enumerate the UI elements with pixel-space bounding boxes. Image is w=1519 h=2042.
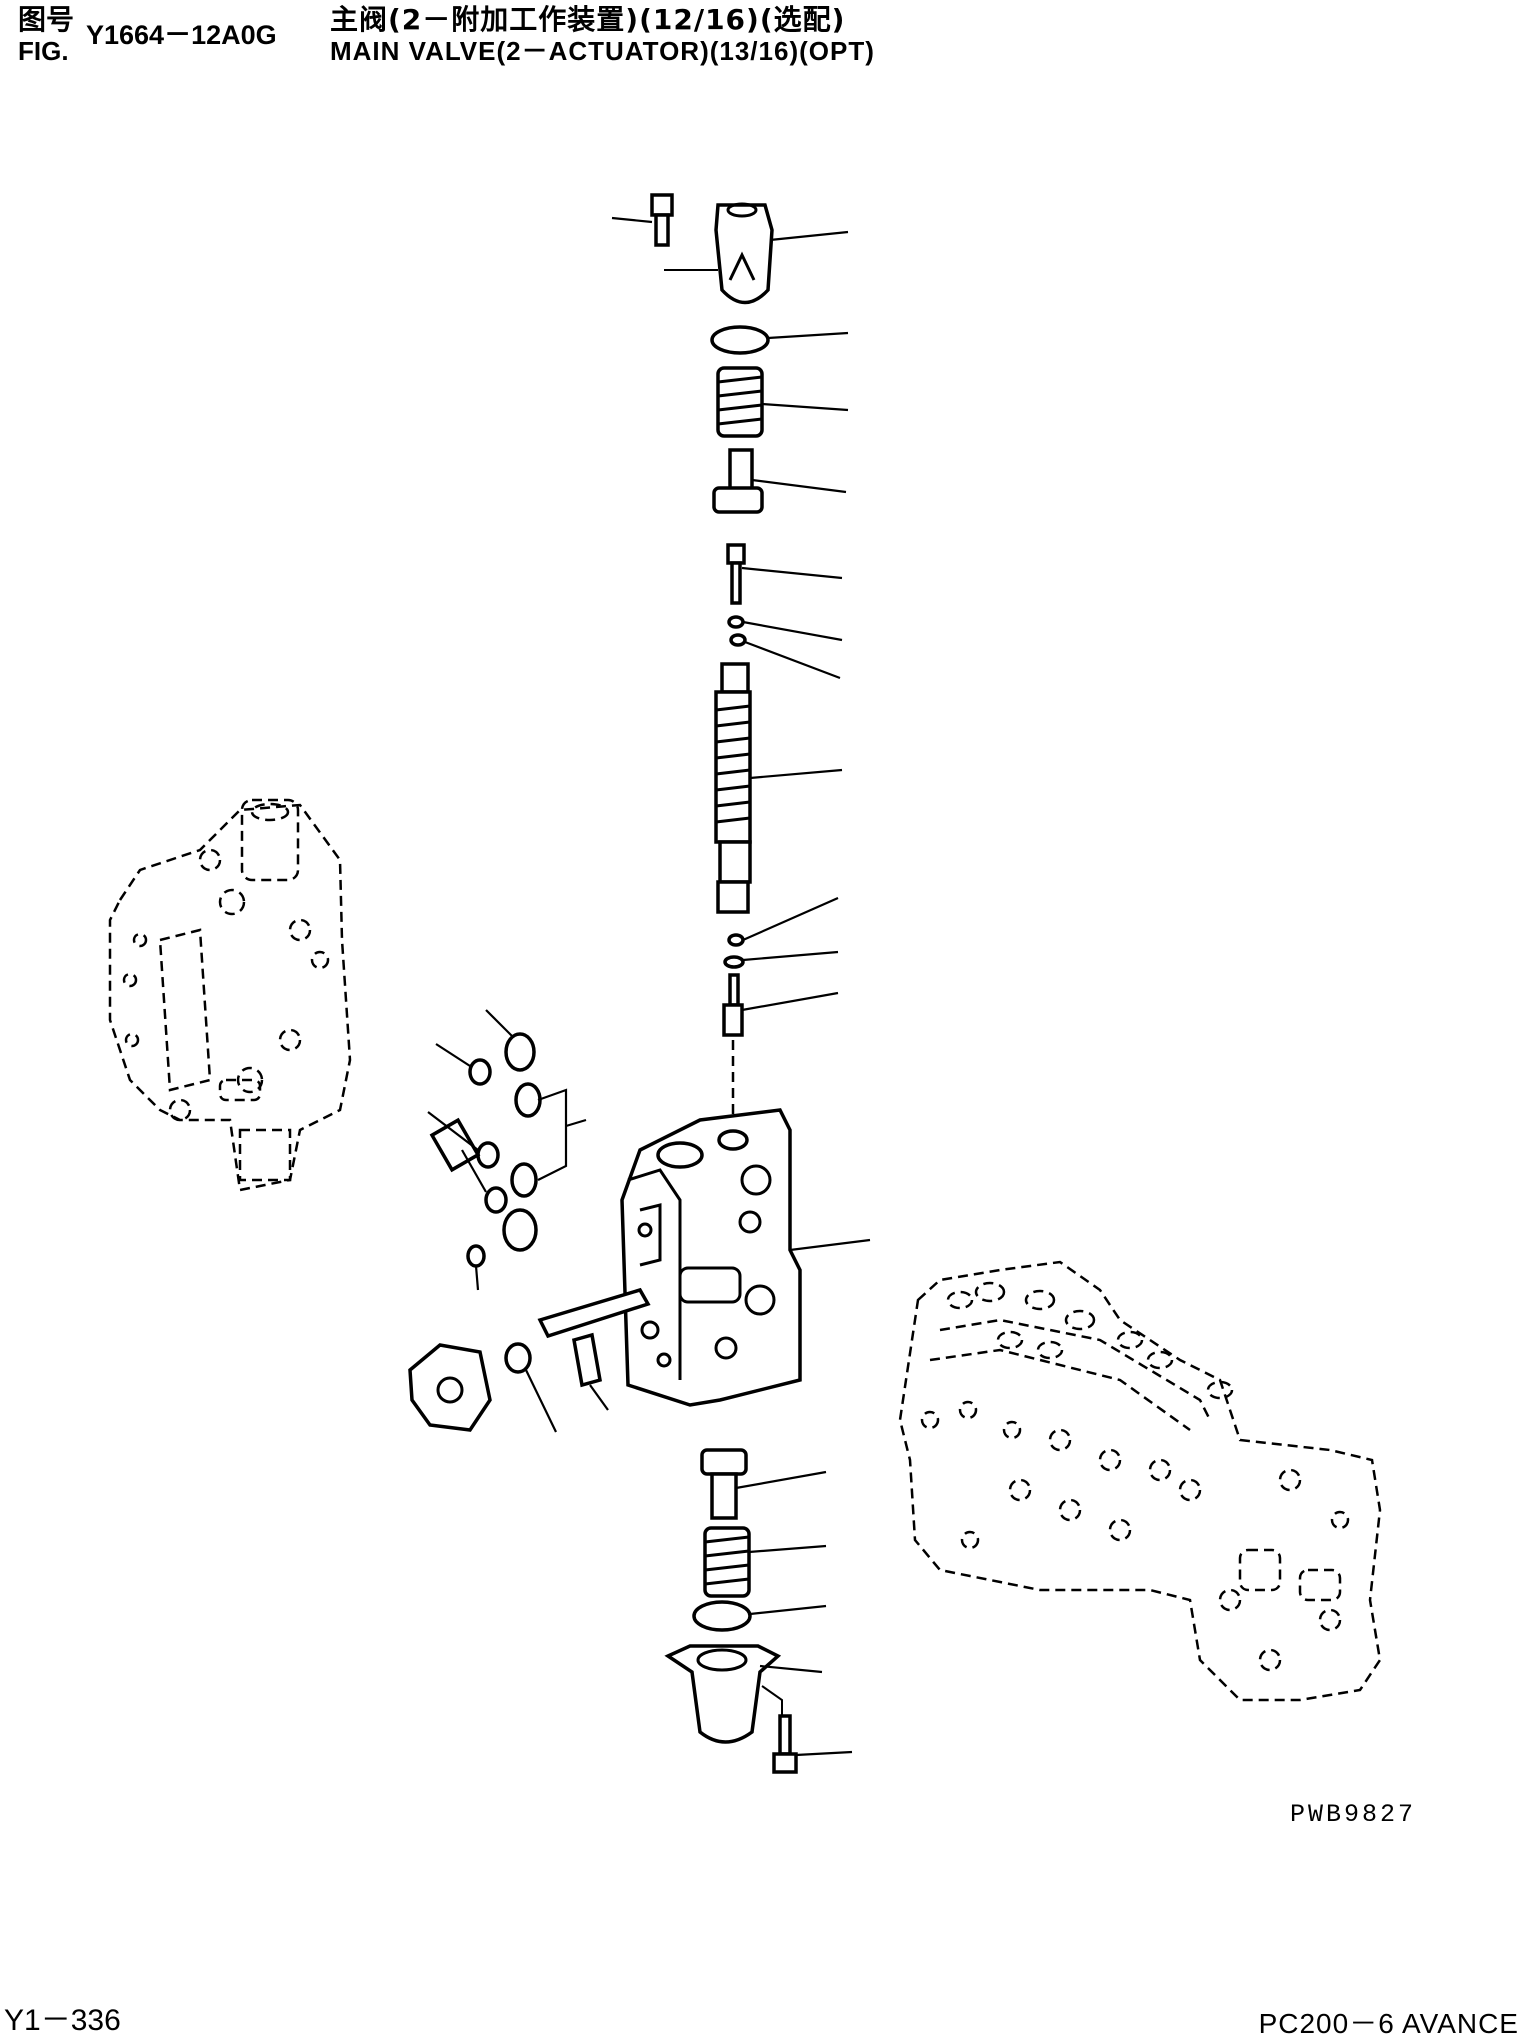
model-name: PC200－6 AVANCE [1258, 2008, 1519, 2039]
figure-number: Y1664－12A0G [86, 20, 277, 50]
small-o-rings-lower-part [723, 896, 839, 969]
figure-label-cn: 图号 [18, 3, 75, 36]
spring-top-part [716, 366, 849, 438]
o-ring-top-part [710, 325, 849, 355]
retainer-top-part [712, 448, 847, 514]
top-bolt-part [611, 193, 718, 271]
bottom-cap-part [664, 1644, 823, 1744]
retainer-bottom-part [700, 1448, 827, 1520]
o-ring-bottom-part [692, 1600, 827, 1632]
reference-valve-left [108, 798, 352, 1192]
piston-part [722, 973, 839, 1120]
spring-bottom-part [703, 1526, 827, 1598]
page-number: Y1－336 [4, 2004, 121, 2037]
figure-label: FIG. [18, 36, 69, 66]
side-o-ring-cluster-part [427, 1009, 587, 1291]
title-cn: 主阀(2－附加工作装置)(12/16)(选配) [330, 3, 846, 36]
spool-part [714, 662, 843, 914]
reference-valve-right [898, 1260, 1382, 1702]
small-o-rings-upper-part [727, 615, 843, 680]
bottom-bolt-part [772, 1714, 853, 1774]
plunger-part [726, 543, 843, 605]
side-cover-part [408, 1287, 651, 1433]
title-en: MAIN VALVE(2－ACTUATOR)(13/16)(OPT) [330, 36, 875, 66]
top-cap-part [714, 202, 849, 305]
drawing-code: PWB9827 [1290, 1800, 1417, 1829]
valve-body-part [620, 1108, 871, 1407]
